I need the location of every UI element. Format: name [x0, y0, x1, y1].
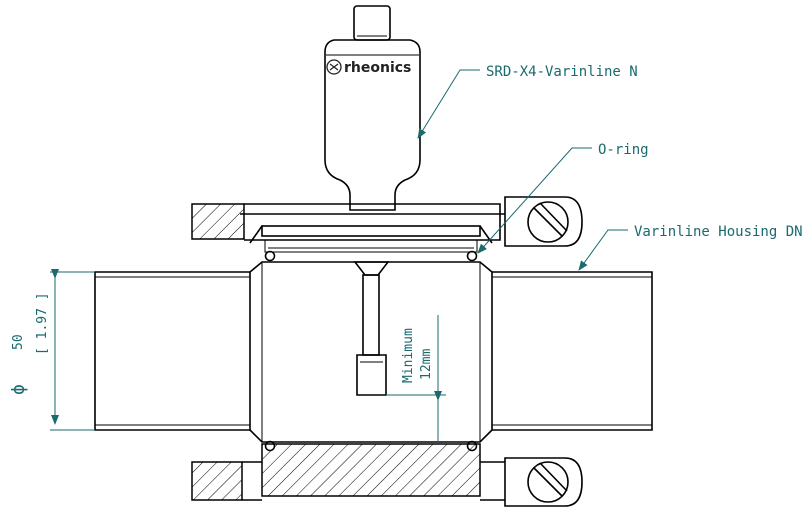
diameter-dimension: ϕ 50 [ 1.97 ] — [8, 269, 95, 431]
brand-name: rheonics — [344, 60, 411, 76]
oring-right-bottom — [466, 440, 478, 452]
housing-label: Varinline Housing DN 50 — [634, 224, 803, 240]
top-clamp — [191, 196, 583, 247]
bottom-clamp — [191, 440, 583, 507]
oring-left-bottom — [264, 440, 276, 452]
callout-oring: O-ring — [477, 142, 649, 254]
brand-logo: rheonics — [326, 59, 411, 76]
housing-pipe — [94, 261, 653, 443]
svg-text:ϕ: ϕ — [8, 384, 29, 395]
callout-sensor: SRD-X4-Varinline N — [417, 64, 638, 139]
sensor-probe — [353, 261, 390, 396]
insertion-text: Minimum — [401, 328, 416, 383]
oring-right-top — [466, 250, 478, 262]
oring-left-top — [264, 250, 276, 262]
sensor-label: SRD-X4-Varinline N — [486, 64, 638, 80]
insertion-dimension: Minimum 12mm — [386, 315, 446, 442]
callout-housing: Varinline Housing DN 50 — [578, 224, 803, 271]
diameter-value: 50 — [11, 334, 26, 350]
insertion-value: 12mm — [419, 349, 434, 380]
diameter-symbol: ϕ — [8, 384, 29, 395]
oring-label: O-ring — [598, 142, 649, 158]
diameter-inch: [ 1.97 ] — [35, 292, 50, 355]
sensor-head: rheonics — [324, 5, 421, 211]
upper-seal-area — [249, 225, 493, 262]
